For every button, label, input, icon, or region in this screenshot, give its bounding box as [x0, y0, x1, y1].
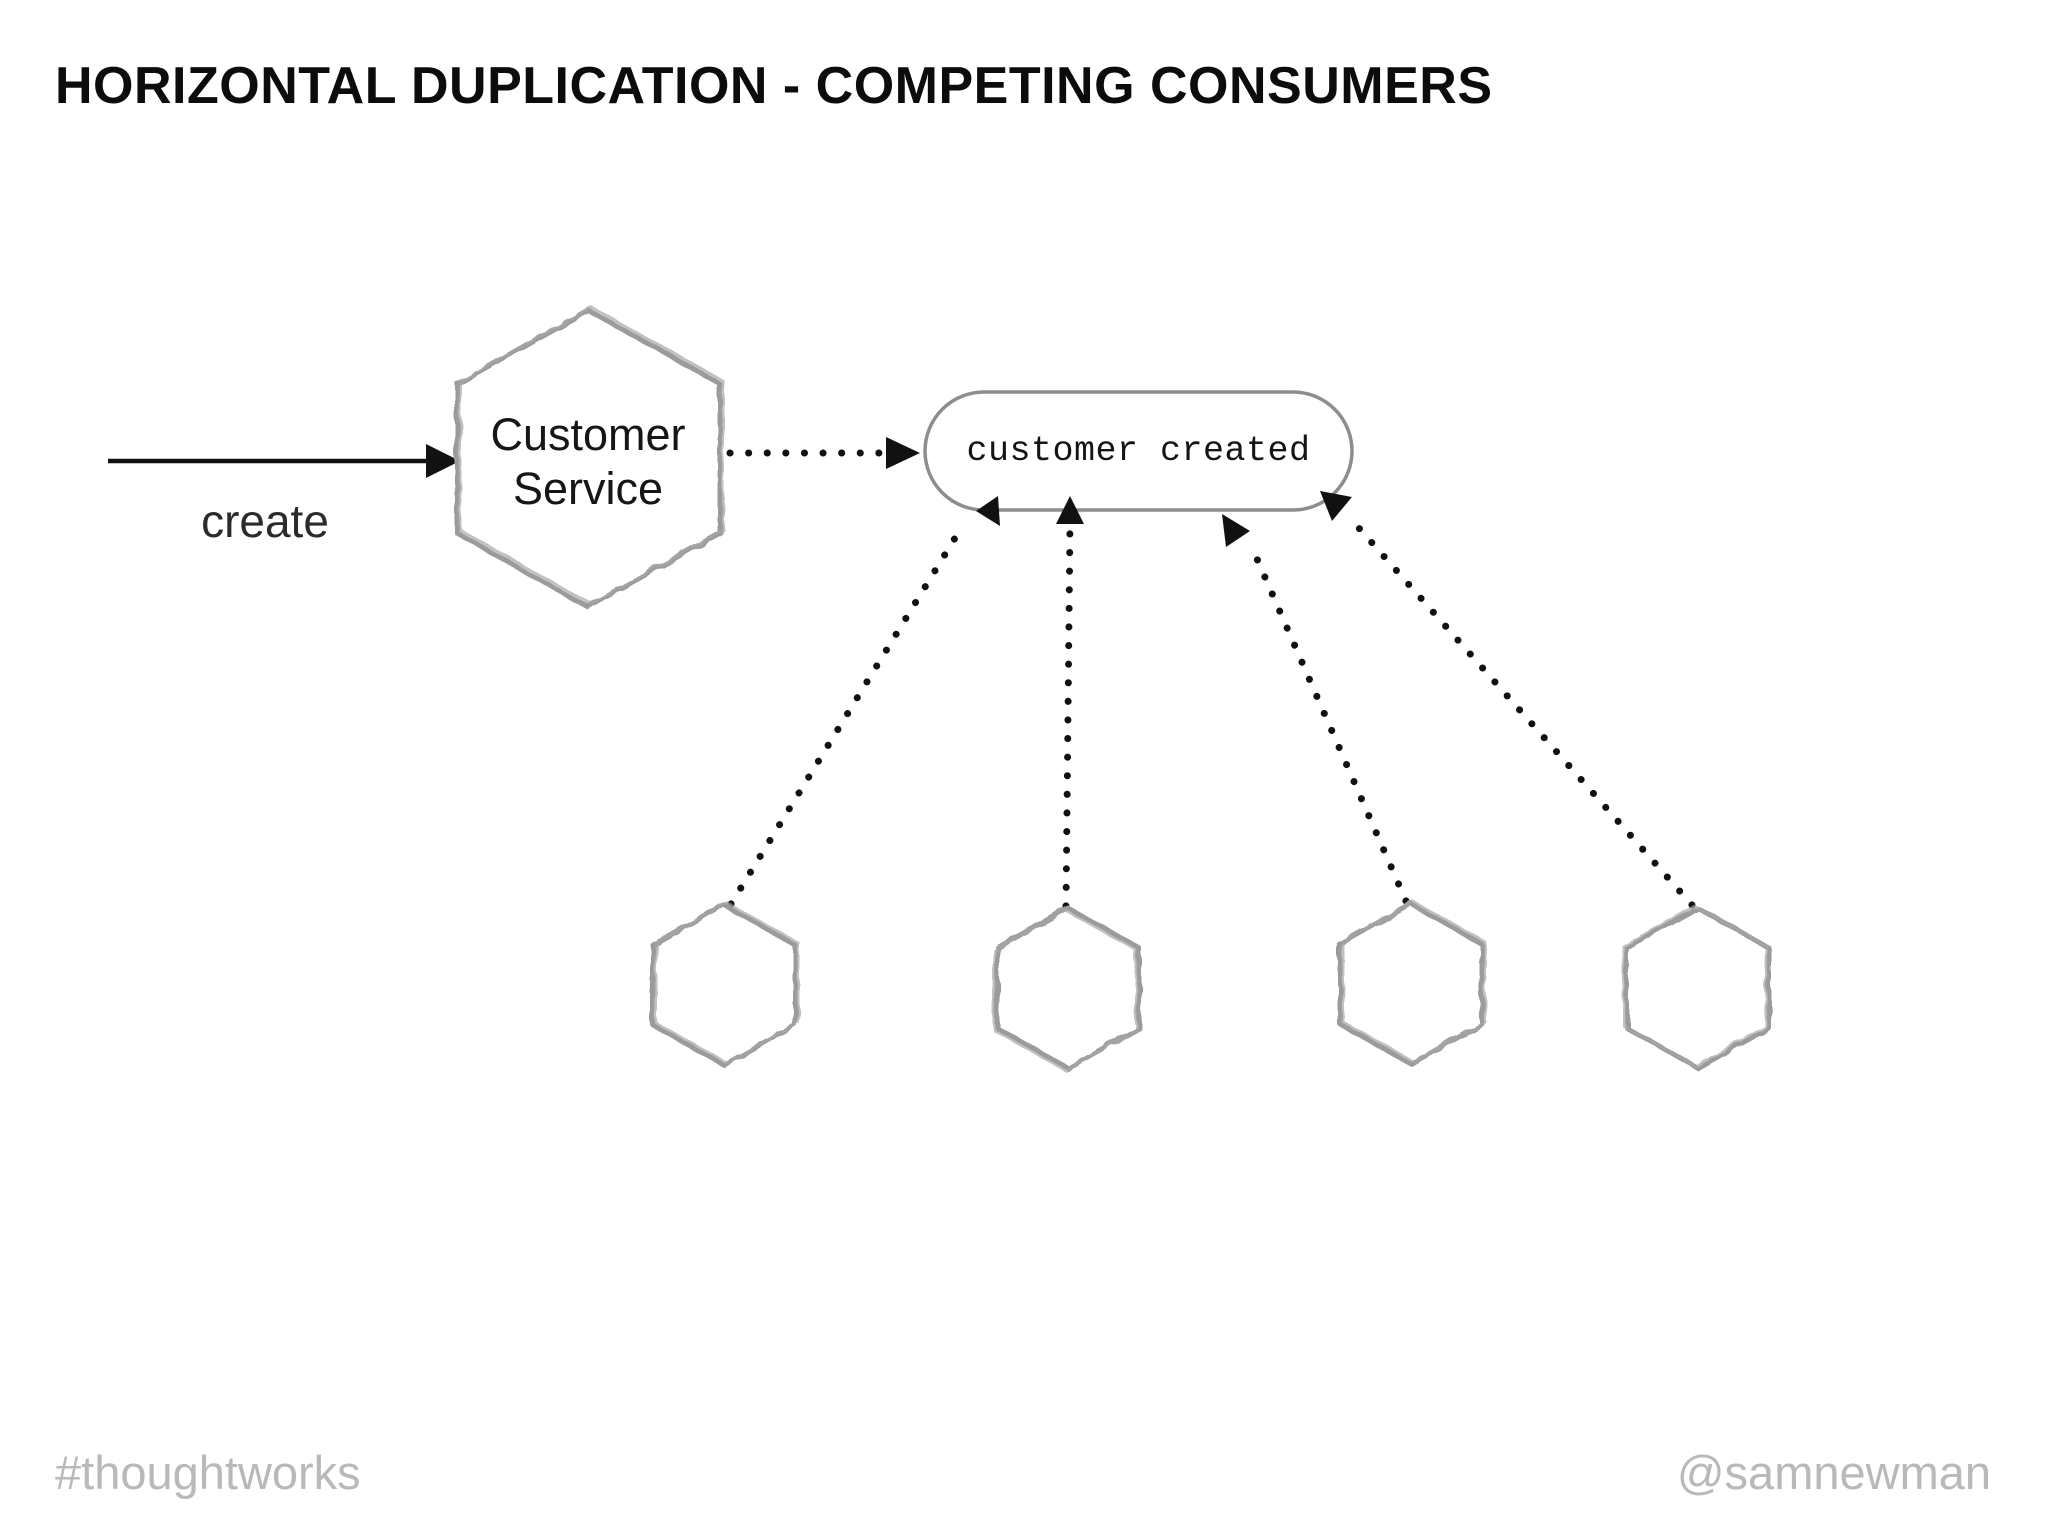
consume-arrow-2-line: [1062, 520, 1074, 910]
customer-created-pill: [923, 390, 1354, 512]
consumer-hexagon-3: [1337, 900, 1487, 1067]
consumer-hexagon-2: [992, 905, 1142, 1072]
consume-arrow-4: [1320, 491, 1696, 909]
consumer-hexagon-3-outline: [1337, 901, 1485, 1067]
customer-created-label: customer created: [966, 431, 1311, 471]
consumer-hexagon-4-ghost: [1622, 904, 1768, 1068]
consume-arrowhead-2-icon: [1056, 496, 1084, 524]
consume-arrow-1-line: [727, 521, 967, 908]
customer-service-label-line2: Service: [512, 463, 664, 514]
publish-event-arrow: [726, 437, 920, 469]
consume-arrow-2: [1056, 496, 1084, 910]
slide-title: HORIZONTAL DUPLICATION - COMPETING CONSU…: [55, 57, 1493, 115]
consume-arrow-4-line: [1354, 523, 1696, 909]
consume-arrow-3: [1222, 514, 1410, 905]
consumer-hexagon-3-ghost: [1341, 900, 1487, 1064]
create-arrow: [108, 444, 460, 478]
consume-arrowhead-1-icon: [976, 496, 1000, 526]
customer-service-label: Customer Service: [448, 408, 728, 516]
consumer-hexagon-1: [650, 901, 800, 1068]
consume-arrow-3-line: [1250, 548, 1410, 905]
consumer-hexagon-2-ghost: [992, 908, 1138, 1072]
consumer-hexagon-4-outline: [1624, 905, 1772, 1071]
customer-service-hexagon-ghost: [458, 305, 725, 606]
customer-service-label-line1: Customer: [490, 409, 686, 460]
consume-arrowhead-4-icon: [1320, 491, 1352, 521]
consume-arrowhead-3-icon: [1222, 514, 1250, 547]
consumer-hexagon-1-ghost: [654, 901, 800, 1065]
footer-twitter-handle: @samnewman: [1676, 1446, 1991, 1499]
create-arrow-label: create: [201, 495, 329, 547]
footer-hashtag: #thoughtworks: [55, 1446, 361, 1499]
create-arrowhead-icon: [426, 444, 460, 478]
consumer-hexagon-1-outline: [650, 902, 798, 1068]
consumer-hexagon-4: [1622, 904, 1772, 1071]
customer-service-hexagon: [454, 305, 725, 610]
publish-event-arrowhead-icon: [886, 437, 920, 469]
customer-service-hexagon-outline: [454, 307, 723, 610]
consume-arrow-1: [727, 496, 1000, 908]
